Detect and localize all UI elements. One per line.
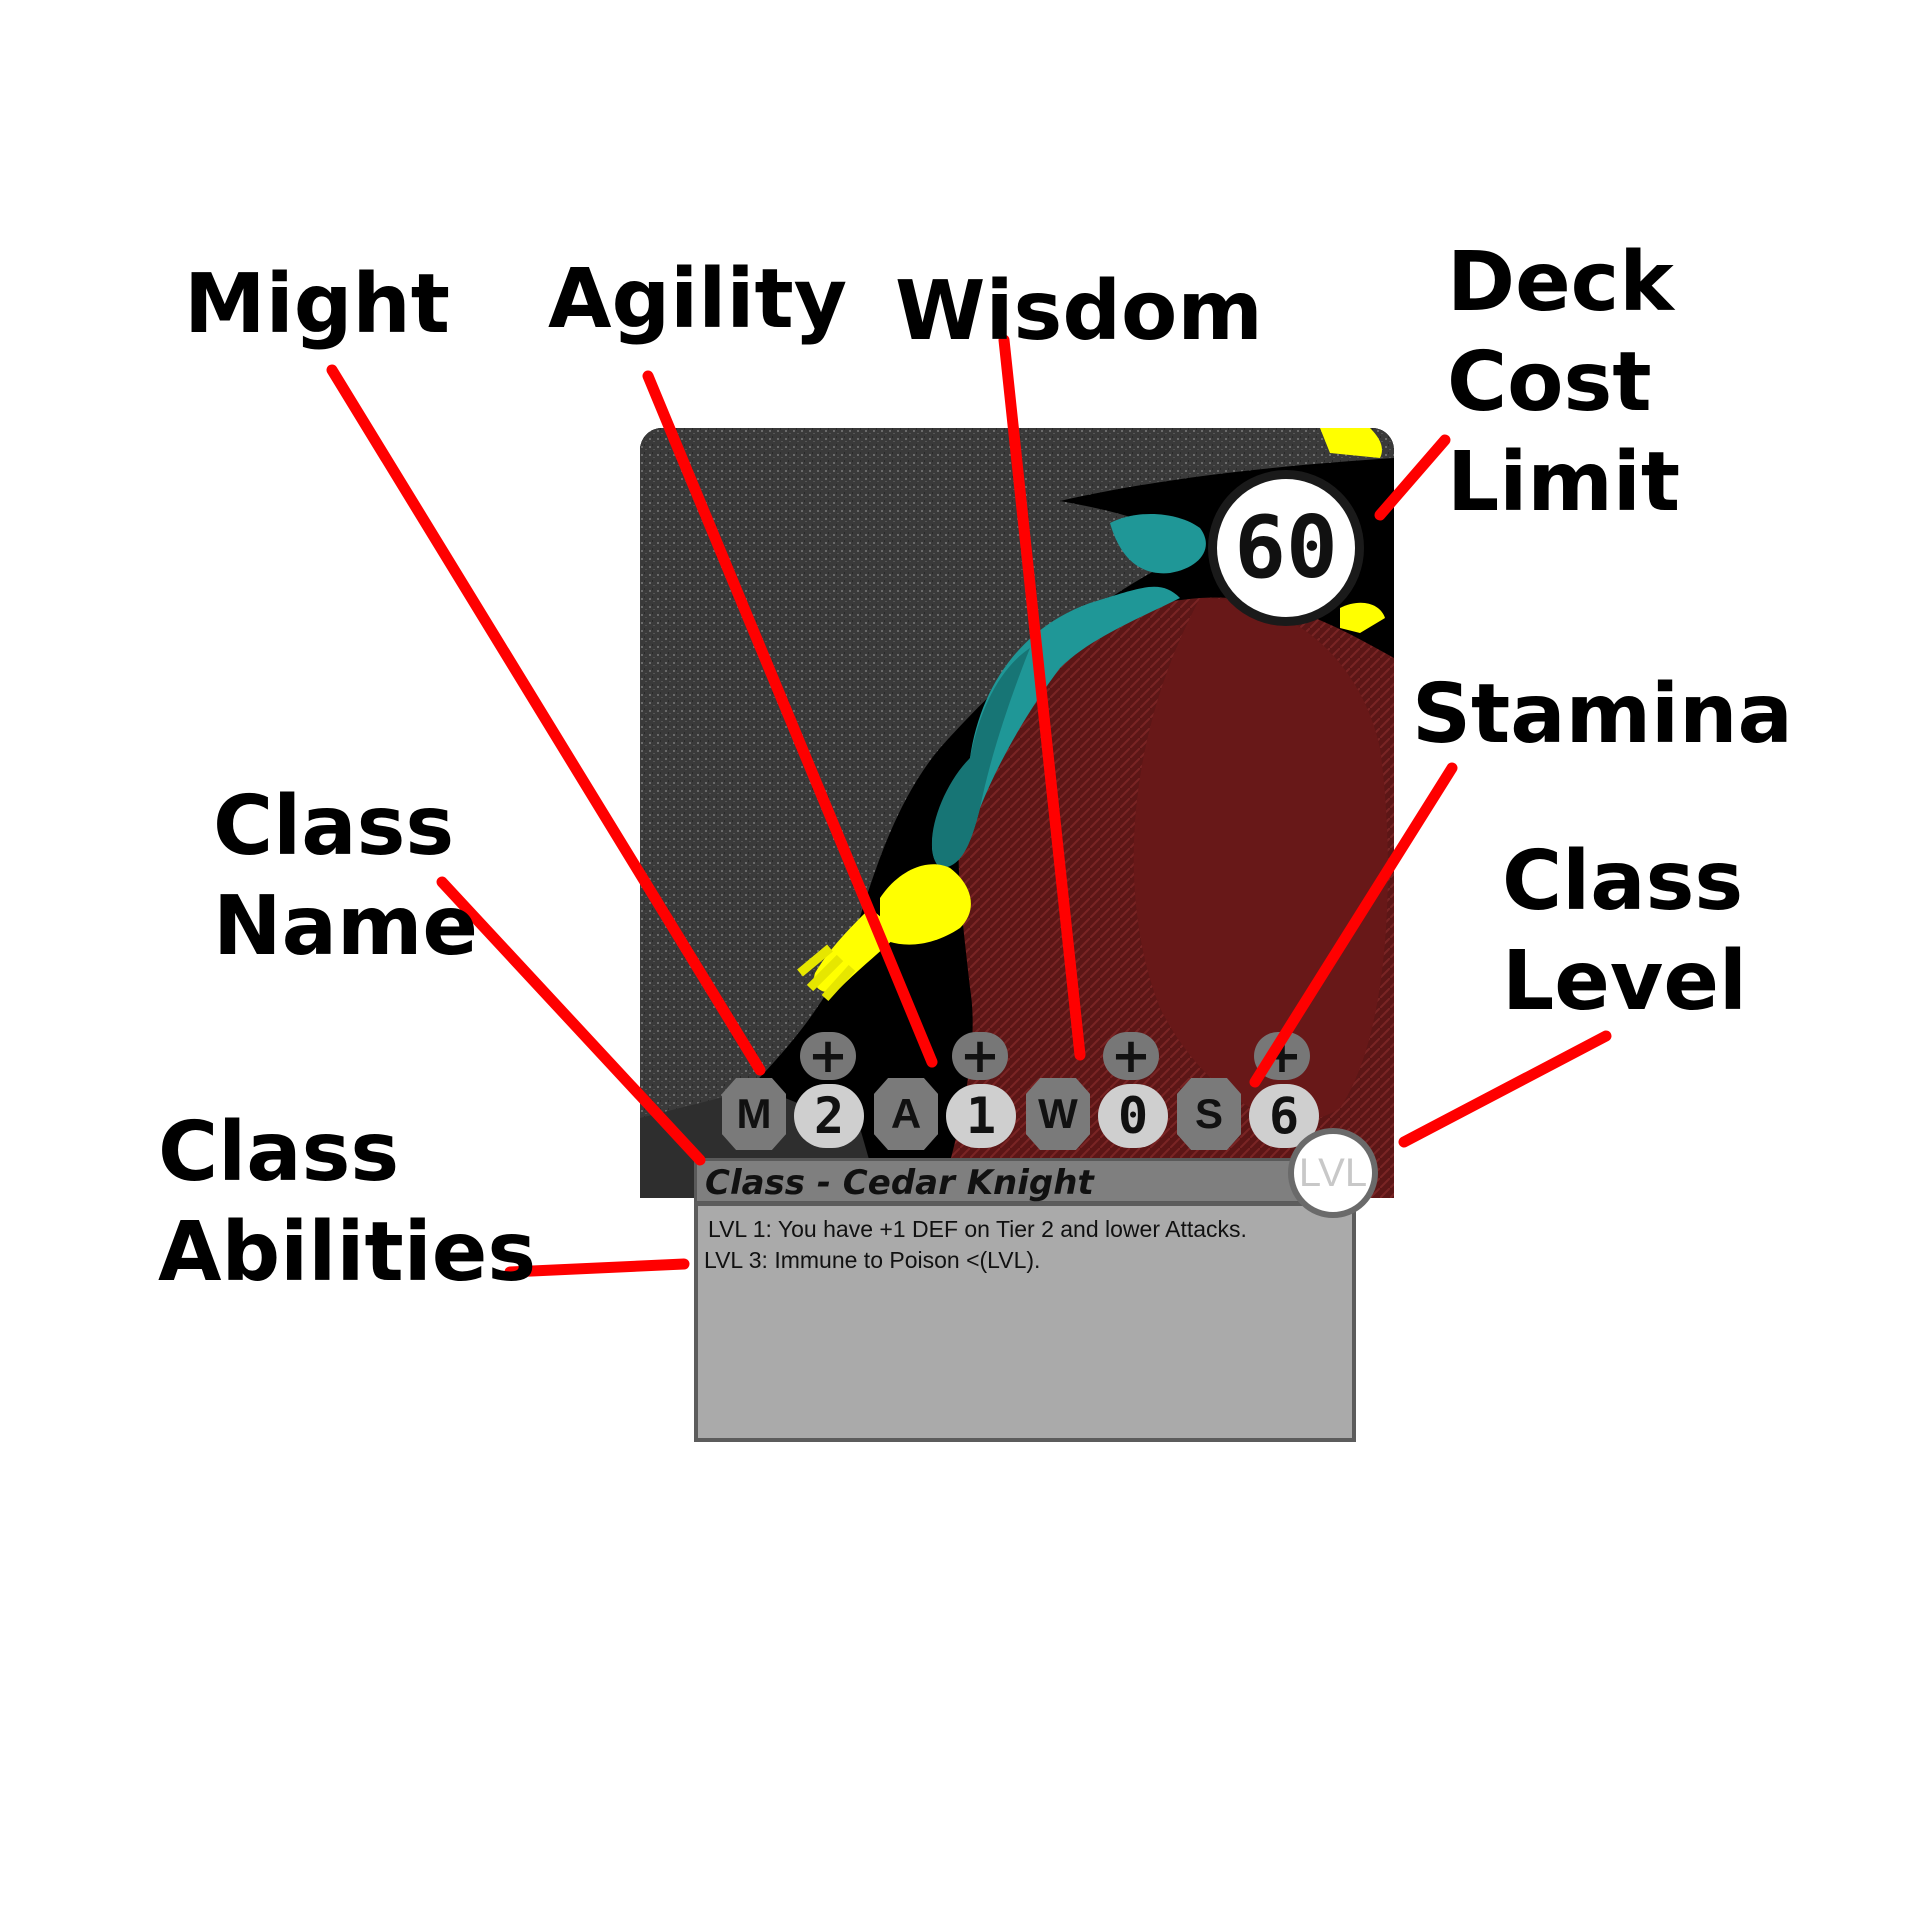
might-stat-label: M: [722, 1078, 786, 1150]
wisdom-plus-button[interactable]: +: [1103, 1032, 1159, 1080]
class-name-bar: Class - Cedar Knight: [694, 1158, 1356, 1204]
class-level-badge: LVL: [1288, 1128, 1378, 1218]
ability-line: LVL 1: You have +1 DEF on Tier 2 and low…: [708, 1216, 1247, 1242]
class-level-leader-line: [1398, 1030, 1612, 1148]
stamina-plus-button[interactable]: +: [1254, 1032, 1310, 1080]
might-plus-button[interactable]: +: [800, 1032, 856, 1080]
wisdom-stat-value: 0: [1098, 1084, 1168, 1148]
deck-cost-badge: 60: [1208, 470, 1364, 626]
agility-stat-value: 1: [946, 1084, 1016, 1148]
wisdom-callout: Wisdom: [895, 264, 1263, 359]
stamina-callout: Stamina: [1412, 667, 1793, 762]
stamina-stat-label: S: [1177, 1078, 1241, 1150]
class-abilities-callout: Class Abilities: [158, 1105, 537, 1300]
agility-stat-label: A: [874, 1078, 938, 1150]
might-callout: Might: [184, 257, 450, 352]
class-name-callout: Class Name: [213, 779, 479, 974]
stamina-stat-value: 6: [1249, 1084, 1319, 1148]
agility-callout: Agility: [548, 252, 848, 347]
class-name: Class - Cedar Knight: [705, 1163, 1094, 1203]
wisdom-stat-label: W: [1026, 1078, 1090, 1150]
class-abilities-box: LVL 1: You have +1 DEF on Tier 2 and low…: [694, 1202, 1356, 1442]
might-stat-value: 2: [794, 1084, 864, 1148]
ability-line: LVL 3: Immune to Poison <(LVL).: [704, 1247, 1041, 1273]
agility-plus-button[interactable]: +: [952, 1032, 1008, 1080]
class-level-callout: Class Level: [1502, 834, 1748, 1029]
deck-cost-limit-callout: Deck Cost Limit: [1447, 235, 1681, 530]
